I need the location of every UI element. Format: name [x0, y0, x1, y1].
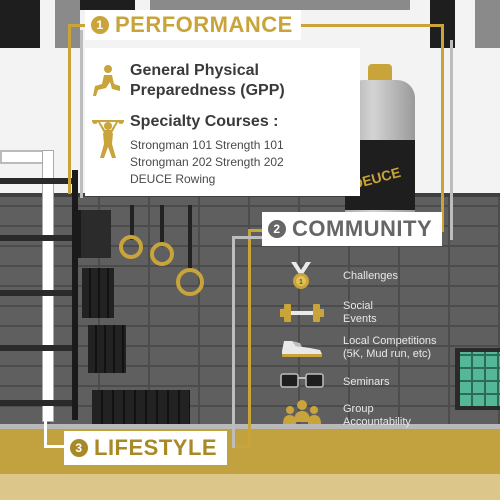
community-item-label: (5K, Mud run, etc): [343, 348, 432, 360]
community-item-label: Seminars: [343, 376, 390, 388]
svg-text:1: 1: [299, 279, 303, 286]
ring-strap: [188, 205, 192, 270]
weight-plates: [88, 325, 126, 373]
weightlifter-icon: [92, 120, 124, 158]
community-item: Seminars: [343, 376, 389, 389]
rack-shelf: [0, 235, 78, 241]
community-item-label: Group: [343, 403, 374, 415]
lunge-icon: [93, 65, 120, 96]
connector-line: [248, 229, 263, 232]
glasses-icon: [280, 373, 324, 388]
community-item: Group Accountability: [343, 403, 411, 429]
course-item: DEUCE Rowing: [130, 172, 216, 186]
connector-line: [44, 415, 47, 447]
weight-plates: [78, 210, 111, 258]
lifestyle-heading: 3 LIFESTYLE: [64, 431, 228, 465]
section-number: 1: [91, 16, 109, 34]
ceiling-bar: [475, 0, 500, 48]
performance-heading: 1 PERFORMANCE: [85, 10, 301, 40]
connector-line: [68, 24, 86, 27]
connector-line: [232, 445, 251, 448]
community-item-label: Accountability: [343, 416, 411, 428]
community-item: Social Events: [343, 300, 377, 326]
group-icon: [283, 400, 321, 424]
specialty-courses-heading: Specialty Courses :: [130, 113, 279, 130]
connector-line: [232, 236, 262, 239]
ceiling-bar: [0, 0, 40, 48]
section-title: COMMUNITY: [292, 216, 433, 241]
ceiling-bar: [150, 0, 410, 10]
connector-line: [44, 445, 66, 448]
rack-shelf: [0, 400, 78, 406]
section-title: PERFORMANCE: [115, 12, 293, 37]
community-heading: 2 COMMUNITY: [262, 212, 443, 246]
connector-line: [68, 24, 71, 194]
community-item: Challenges: [343, 270, 398, 283]
course-item: Strongman 202: [130, 155, 213, 169]
performance-panel: [85, 48, 360, 196]
rack-upright: [42, 150, 54, 422]
rack-shelf: [0, 290, 78, 296]
window: [460, 352, 500, 406]
dumbbell-icon: [280, 304, 324, 322]
section-number: 3: [70, 439, 88, 457]
ring-icon: [119, 235, 143, 259]
ceiling-bar: [80, 0, 135, 10]
course-item: Strength 101: [215, 138, 284, 152]
connector-line: [441, 24, 444, 232]
community-item-label: Events: [343, 313, 377, 325]
weight-plates: [92, 390, 190, 425]
connector-line: [248, 229, 251, 447]
community-item-label: Challenges: [343, 270, 399, 282]
sneaker-icon: [282, 341, 322, 357]
connector-line: [450, 40, 453, 240]
connector-line: [232, 236, 235, 448]
weight-plates: [82, 268, 114, 318]
connector-line: [80, 30, 83, 198]
course-item: Strength 202: [215, 155, 284, 169]
bottle-cap: [368, 64, 392, 80]
connector-line: [248, 24, 443, 27]
rack-shelf: [0, 178, 78, 184]
medal-icon: 1: [291, 262, 311, 289]
gpp-title-line1: General Physical: [130, 62, 259, 79]
community-item-label: Social: [343, 300, 373, 312]
section-number: 2: [268, 220, 286, 238]
community-item: Local Competitions (5K, Mud run, etc): [343, 335, 437, 361]
ring-icon: [150, 242, 174, 266]
gpp-title-line2: Preparedness (GPP): [130, 82, 285, 99]
ring-strap: [130, 205, 134, 240]
rack-shelf: [0, 345, 78, 351]
ring-strap: [160, 205, 164, 245]
community-item-label: Local Competitions: [343, 335, 437, 347]
course-item: Strongman 101: [130, 138, 213, 152]
rack-post: [72, 170, 78, 420]
section-title: LIFESTYLE: [94, 435, 218, 460]
ring-icon: [176, 268, 204, 296]
